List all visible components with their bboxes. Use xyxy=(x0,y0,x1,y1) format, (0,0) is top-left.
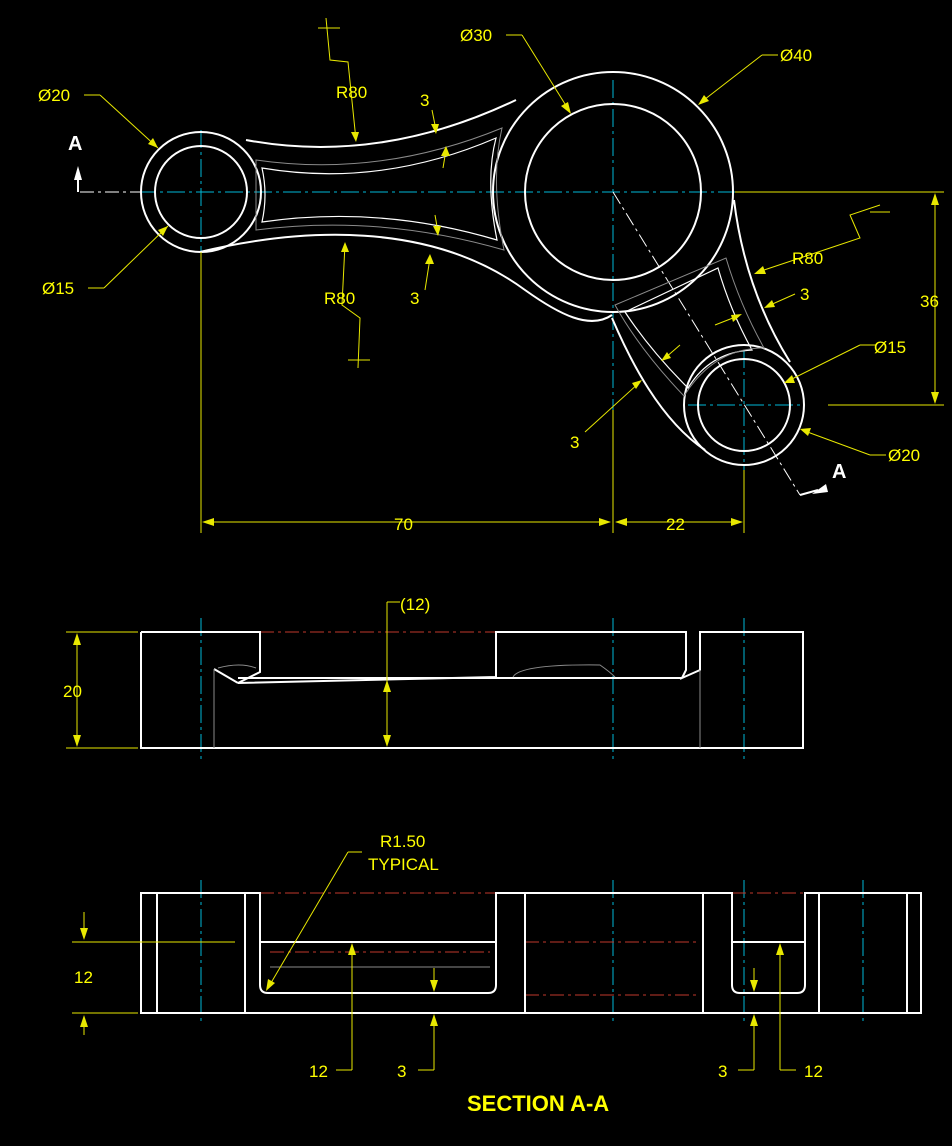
leader-dia20-left xyxy=(99,94,159,149)
r80-right-break xyxy=(757,204,881,273)
section-arrow-left xyxy=(74,166,82,180)
leader-dia15-right xyxy=(785,344,861,383)
leader-r150 xyxy=(267,851,349,989)
upper-arm-top-edge xyxy=(245,99,517,148)
label-rib3-right: 3 xyxy=(800,285,809,304)
label-dia30: Ø30 xyxy=(460,26,492,45)
lower-pocket-fillet xyxy=(614,257,765,397)
front-view: 20 (12) xyxy=(63,595,804,760)
r80-top-break xyxy=(325,17,357,141)
right-boss-outer xyxy=(683,344,805,466)
leader-dia15-left xyxy=(103,225,169,289)
label-dim-12-right: 12 xyxy=(804,1062,823,1081)
upper-pocket-fillet xyxy=(255,127,505,251)
label-dim-22: 22 xyxy=(666,515,685,534)
label-dim-12-left: 12 xyxy=(74,968,93,987)
label-dia15-right: Ø15 xyxy=(874,338,906,357)
label-dia20-left: Ø20 xyxy=(38,86,70,105)
label-dim-70: 70 xyxy=(394,515,413,534)
label-note-r150: R1.50 xyxy=(380,832,425,851)
section-line-diagonal xyxy=(612,191,801,496)
big-boss-outer xyxy=(492,71,734,313)
lower-pocket-outline xyxy=(624,267,753,389)
hatch-right-wall xyxy=(906,892,922,1014)
label-dim-20: 20 xyxy=(63,682,82,701)
front-view-outline xyxy=(140,631,804,749)
label-dim-12-bottom: 12 xyxy=(309,1062,328,1081)
label-r80-bottom: R80 xyxy=(324,289,355,308)
section-label-right: A xyxy=(832,461,846,483)
big-boss-inner xyxy=(524,103,702,281)
section-view: R1.50 TYPICAL 12 12 3 3 xyxy=(72,832,922,1116)
right-boss-inner xyxy=(697,358,791,452)
label-dim-3-bottom: 3 xyxy=(397,1062,406,1081)
top-view: A A Ø20 Ø15 R80 3 Ø30 Ø40 xyxy=(38,17,944,534)
label-dia20-right: Ø20 xyxy=(888,446,920,465)
section-title: SECTION A-A xyxy=(467,1091,609,1116)
leader-dia30 xyxy=(521,34,571,113)
section-label-left: A xyxy=(68,133,82,155)
hatch-left-pocket xyxy=(244,892,526,1014)
label-rib3-bottom: 3 xyxy=(410,289,419,308)
label-r80-top: R80 xyxy=(336,83,367,102)
label-rib3-top: 3 xyxy=(420,91,429,110)
lower-arm-left-edge xyxy=(611,317,706,451)
upper-arm-bottom-edge xyxy=(199,233,613,322)
label-dia15-left: Ø15 xyxy=(42,279,74,298)
label-dim-3-right: 3 xyxy=(718,1062,727,1081)
hatch-left-wall xyxy=(140,892,158,1014)
label-dia40: Ø40 xyxy=(780,46,812,65)
section-arrow-right xyxy=(812,484,828,494)
r80-bottom-break xyxy=(341,243,361,369)
label-dim-12-ref: (12) xyxy=(400,595,430,614)
label-dim-36: 36 xyxy=(920,292,939,311)
left-boss-inner xyxy=(154,145,248,239)
leader-dia40 xyxy=(699,54,763,104)
label-rib3-lower: 3 xyxy=(570,433,579,452)
upper-pocket-outline xyxy=(261,136,498,241)
lower-arm-right-edge xyxy=(733,199,791,363)
label-r80-right: R80 xyxy=(792,249,823,268)
hatch-right-pocket xyxy=(702,892,820,1014)
label-note-typical: TYPICAL xyxy=(368,855,439,874)
leader-dia20-right xyxy=(801,429,871,456)
